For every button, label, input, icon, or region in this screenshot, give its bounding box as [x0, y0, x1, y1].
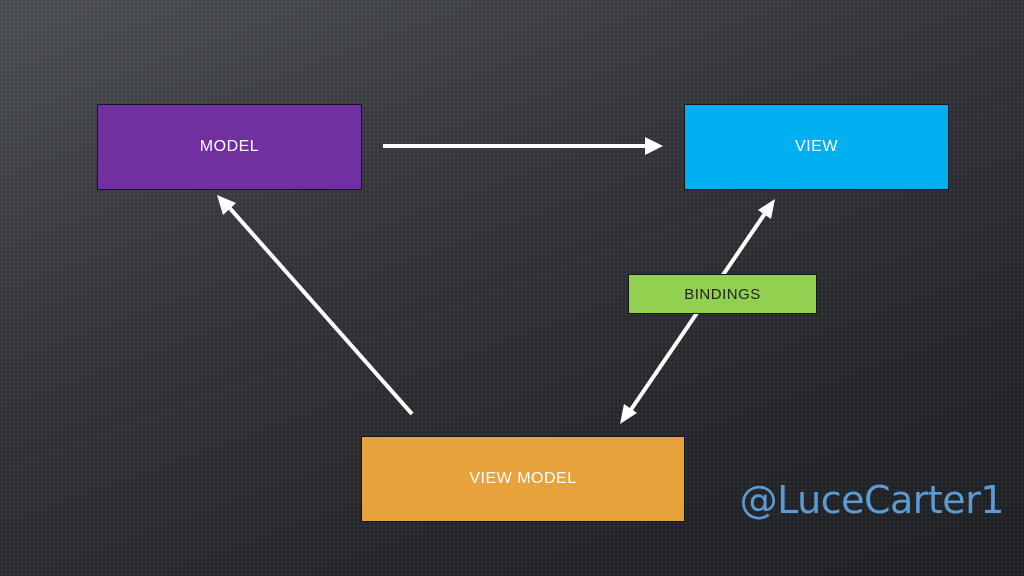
view-model-node: VIEW MODEL [361, 436, 685, 522]
arrow-viewmodel-to-model [217, 195, 414, 416]
view-node: VIEW [684, 104, 949, 190]
bindings-label: BINDINGS [628, 274, 817, 314]
model-node: MODEL [97, 104, 362, 190]
twitter-handle: @LuceCarter1 [739, 478, 1005, 522]
arrow-model-to-view [383, 137, 663, 155]
